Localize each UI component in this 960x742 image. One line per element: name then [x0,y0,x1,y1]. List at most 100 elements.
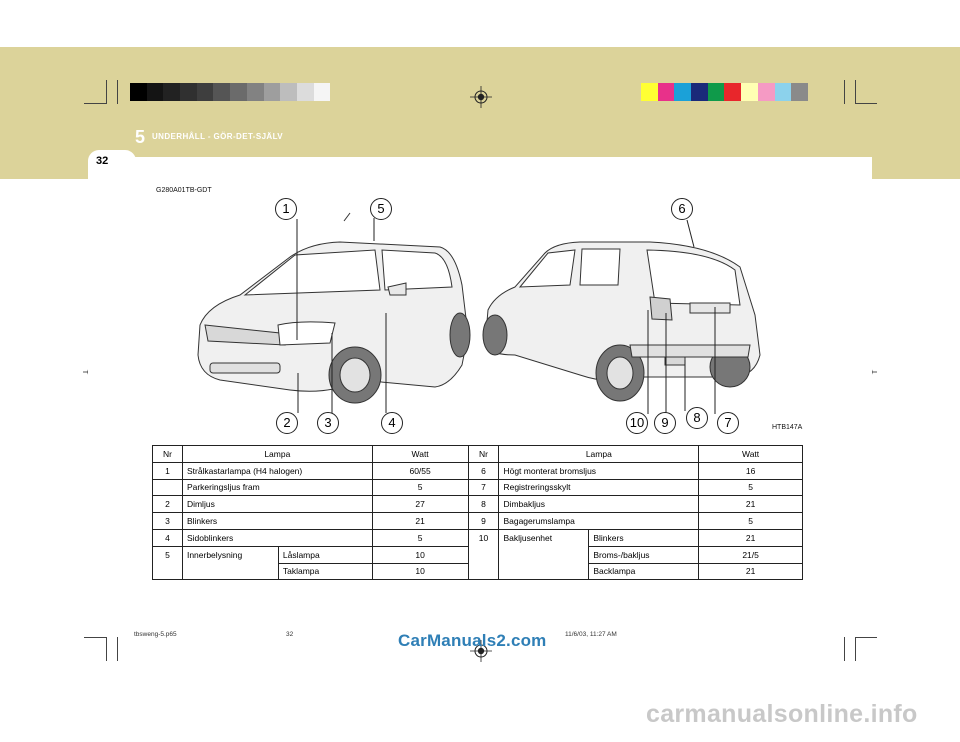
callout-number: 2 [276,412,298,434]
col-header-nr: Nr [467,445,500,463]
registration-mark-icon [470,86,492,108]
calibration-swatch [246,83,264,101]
figure-code: G280A01TB-GDT [156,187,212,194]
callout-number: 9 [654,412,676,434]
cell-nr: 10 [467,528,500,581]
cell-watt: 5 [698,478,803,497]
cell-lampa: Bakljusenhet [498,528,590,581]
calibration-swatch [741,83,758,101]
calibration-swatch [724,83,742,101]
cell-watt: 21 [698,495,803,514]
cell-nr: 4 [152,528,183,547]
crop-mark [106,637,107,661]
cell-lampa: Dimljus [181,495,373,514]
cell-nr: 8 [467,495,500,514]
crop-mark [106,80,107,104]
cell-nr: 3 [152,512,183,530]
table-row: 2 Dimljus 27 8 Dimbakljus 21 [152,495,803,514]
calibration-swatch [213,83,231,101]
cell-sub-lampa: Blinkers [588,528,700,547]
cell-watt: 10 [371,545,469,564]
page-number: 32 [96,155,109,167]
calibration-swatch [774,83,792,101]
cell-nr: 1 [152,461,183,480]
crop-mark [855,637,856,661]
car-bulb-location-illustration [197,212,761,414]
crop-mark [855,637,877,638]
calibration-swatch [707,83,725,101]
cell-watt: 5 [698,512,803,530]
color-calibration-bar [641,83,808,101]
callout-number: 8 [686,407,708,429]
crop-mark [117,637,118,661]
cell-watt: 60/55 [371,461,469,480]
crop-mark [844,80,845,104]
calibration-swatch [674,83,692,101]
calibration-swatch [163,83,181,101]
calibration-swatch [313,83,331,101]
cell-nr: 5 [152,545,183,581]
calibration-swatch [180,83,197,101]
calibration-swatch [230,83,247,101]
callout-number: 3 [317,412,339,434]
rear-car-illustration [482,241,761,402]
cell-watt: 21 [371,512,469,530]
crop-mark [84,103,106,104]
cell-watt: 21 [698,562,803,581]
col-header-lampa: Lampa [181,445,373,463]
col-header-watt: Watt [371,445,469,463]
callout-number: 6 [671,198,693,220]
watermark-link[interactable]: CarManuals2.com [398,631,547,650]
front-car-illustration [197,212,471,404]
cell-watt: 5 [371,478,469,497]
callout-number: 10 [626,412,648,434]
figure-code: HTB147A [772,424,803,431]
cell-sub-lampa: Broms-/bakljus [588,545,700,564]
cell-watt: 21/5 [698,545,803,564]
cell-sub-lampa: Låslampa [277,545,373,564]
calibration-swatch [641,83,658,101]
footer-file: tbsweng-5.p65 [134,631,177,638]
cell-lampa: Strålkastarlampa (H4 halogen) [181,461,373,480]
cell-watt: 16 [698,461,803,480]
chapter-title: UNDERHÅLL - GÖR-DET-SJÄLV [152,132,284,141]
crop-mark [855,80,856,104]
calibration-swatch [263,83,281,101]
cell-lampa: Dimbakljus [498,495,700,514]
table-row: Taklampa 10 Backlampa 21 [153,562,803,581]
table-row: Parkeringsljus fram 5 7 Registreringssky… [152,478,803,497]
table-row: 3 Blinkers 21 9 Bagagerumslampa 5 [152,512,803,530]
callout-lines [296,218,716,414]
table-row: 4 Sidoblinkers 5 10 Bakljusenhet Blinker… [152,528,803,581]
cell-lampa: Innerbelysning [181,545,279,581]
crop-mark [855,103,877,104]
cell-nr: 6 [467,461,500,480]
cell-nr: 7 [467,478,500,497]
callout-number: 1 [275,198,297,220]
crop-mark [117,80,118,104]
col-header-lampa: Lampa [498,445,700,463]
cell-lampa: Blinkers [181,512,373,530]
cell-nr: 2 [152,495,183,514]
calibration-swatch [296,83,314,101]
cell-lampa: Sidoblinkers [181,528,373,547]
cell-lampa: Parkeringsljus fram [181,478,373,497]
callout-number: 7 [717,412,739,434]
table-header-row: Nr Lampa Watt Nr Lampa Watt [152,445,803,463]
calibration-swatch [196,83,214,101]
calibration-swatch [757,83,775,101]
calibration-swatch [130,83,147,101]
grayscale-calibration-bar [130,83,331,101]
col-header-nr: Nr [152,445,183,463]
cell-sub-lampa: Taklampa [277,562,373,581]
footer-page: 32 [286,631,294,638]
cell-lampa: Bagagerumslampa [498,512,700,530]
col-header-watt: Watt [698,445,803,463]
watermark-site: carmanualsonline.info [646,700,918,728]
cell-watt: 21 [698,528,803,547]
cell-nr [152,478,183,497]
cell-lampa: Högt monterat bromsljus [498,461,700,480]
cell-nr: 9 [467,512,500,530]
chapter-number: 5 [135,127,146,147]
page-tab [88,150,136,172]
